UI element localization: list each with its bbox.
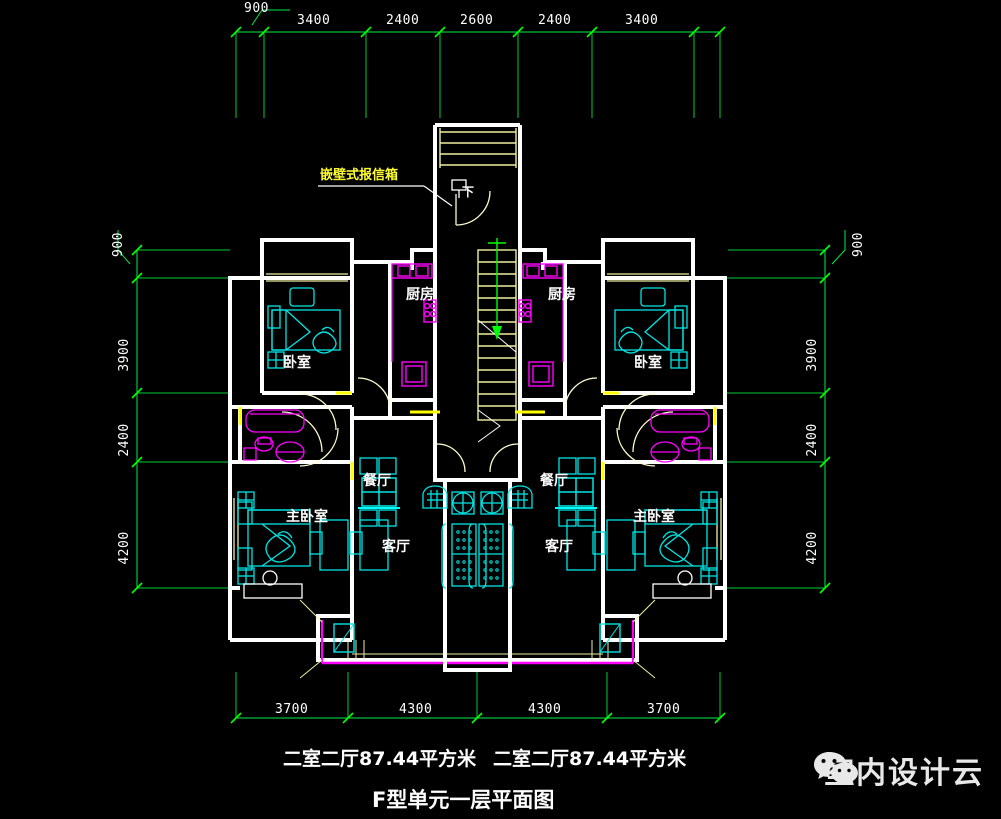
room-label-right-master-bedroom: 主卧室 [633,509,675,525]
dim-bottom-1: 3700 [275,702,309,717]
dim-right-leader: 900 [851,232,866,257]
mailbox-symbol [451,179,467,198]
drawing-title: F型单元一层平面图 [372,788,555,812]
door-swings [281,190,674,473]
dim-top-4: 2400 [538,13,572,28]
dim-top-3: 2600 [460,13,494,28]
furniture-right-unit [468,263,718,599]
dim-right-3: 4200 [805,531,820,565]
room-label-left-dining: 餐厅 [363,473,391,489]
furniture-left-kitchen [391,263,437,387]
furniture-left-living [349,485,487,589]
room-label-right-living: 客厅 [545,539,573,555]
room-label-right-dining: 餐厅 [540,473,568,489]
dim-top-2: 2400 [386,13,420,28]
dim-left-3: 4200 [117,531,132,565]
watermark: 室内设计云 [812,748,984,792]
dim-top-5: 3400 [625,13,659,28]
stair-direction-arrow [488,238,506,340]
staircase [439,128,517,443]
room-label-left-master-bedroom: 主卧室 [286,509,328,525]
furniture-left-bedroom [267,287,341,369]
dimension-chain-right [726,230,846,594]
dimension-chain-top [230,9,726,118]
mailbox-annotation: 嵌壁式报信箱 [320,168,399,183]
dim-left-leader: 900 [111,232,126,257]
room-label-left-kitchen: 厨房 [406,287,434,303]
dim-bottom-3: 4300 [528,702,562,717]
entry-porch [299,599,656,679]
room-label-right-kitchen: 厨房 [548,287,576,303]
unit-area-caption-left: 二室二厅87.44平方米 [283,748,477,770]
dim-left-1: 3900 [117,338,132,372]
building-walls [228,123,727,642]
furniture-left-dining [358,457,400,527]
furniture-left-master [237,491,349,599]
dim-right-1: 3900 [805,338,820,372]
dim-left-2: 2400 [117,423,132,457]
room-label-left-bedroom: 卧室 [283,355,311,371]
dimension-chain-bottom [230,672,726,724]
furniture-left-bathroom [243,409,305,463]
room-label-right-bedroom: 卧室 [634,355,662,371]
dim-top-1: 3400 [297,13,331,28]
dimension-chain-left [117,230,232,594]
dim-bottom-4: 3700 [647,702,681,717]
mailbox-leader-line [318,185,453,207]
unit-area-caption-right: 二室二厅87.44平方米 [493,748,687,770]
stair-direction-label: 下 [462,185,475,199]
dim-top-leader: 900 [244,1,269,16]
dim-right-2: 2400 [805,423,820,457]
room-label-left-living: 客厅 [382,539,410,555]
door-leaves [238,391,717,480]
dim-bottom-2: 4300 [399,702,433,717]
